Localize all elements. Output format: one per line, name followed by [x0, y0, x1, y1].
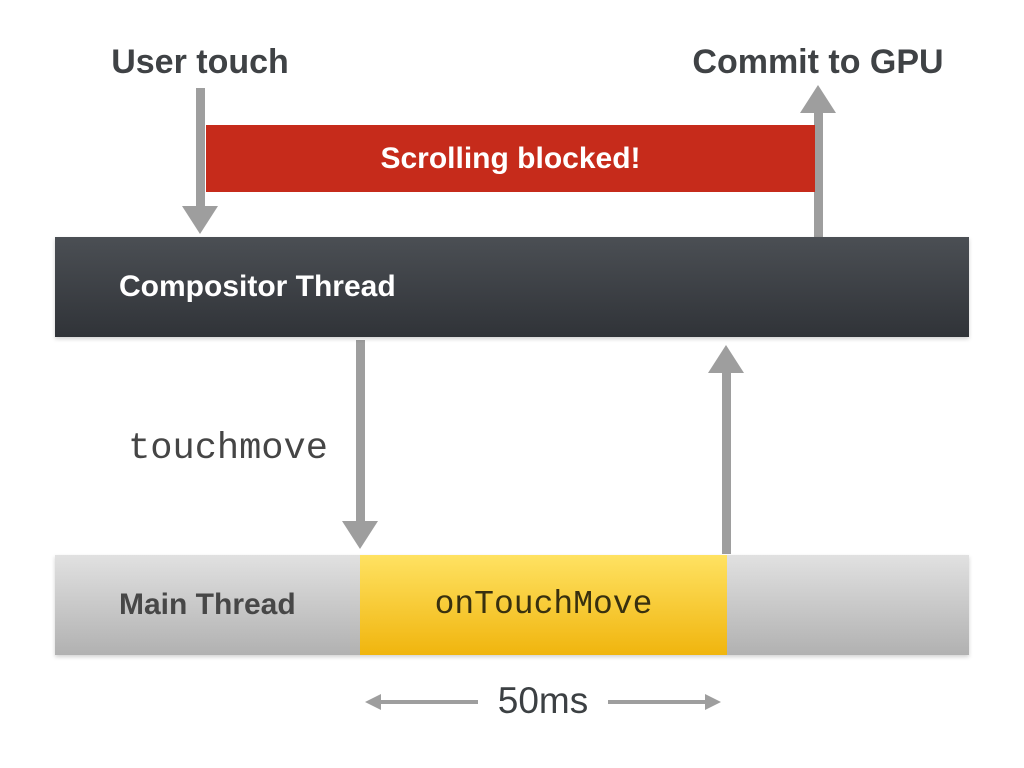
arrow-shaft — [380, 700, 478, 704]
user-touch-label: User touch — [111, 43, 289, 81]
touchmove-event-label: touchmove — [128, 428, 328, 470]
arrow-head-down-icon — [182, 206, 218, 234]
arrow-shaft — [356, 340, 365, 523]
arrow-shaft — [722, 371, 731, 554]
duration-label: 50ms — [497, 680, 589, 721]
duration-annotation: 50ms — [0, 678, 1024, 728]
arrow-head-up-icon — [800, 85, 836, 113]
main-thread-label: Main Thread — [119, 588, 296, 621]
on-touch-move-task-block: onTouchMove — [360, 555, 727, 655]
arrow-head-up-icon — [708, 345, 744, 373]
arrow-head-down-icon — [342, 521, 378, 549]
arrow-head-right-icon — [705, 694, 721, 710]
commit-to-gpu-label: Commit to GPU — [692, 43, 944, 81]
arrow-shaft — [608, 700, 706, 704]
compositor-thread-label: Compositor Thread — [119, 270, 396, 303]
compositor-thread-bar: Compositor Thread — [55, 237, 969, 337]
arrow-head-left-icon — [365, 694, 381, 710]
arrow-shaft — [196, 88, 205, 208]
arrow-shaft — [814, 111, 823, 237]
scrolling-blocked-banner: Scrolling blocked! — [206, 125, 815, 192]
